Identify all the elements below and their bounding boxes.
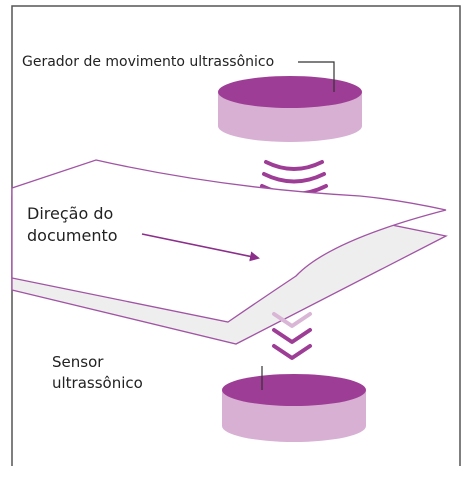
generator-disc-top — [218, 76, 362, 108]
sensor-label-line2: ultrassônico — [52, 374, 143, 392]
direction-label-line2: documento — [27, 226, 118, 245]
generator-label: Gerador de movimento ultrassônico — [22, 54, 274, 70]
sensor-disc — [222, 374, 366, 442]
ultrasound-chevron-icon — [272, 312, 312, 360]
sensor-disc-top — [222, 374, 366, 406]
direction-label-line1: Direção do — [27, 204, 113, 223]
direction-arrow-icon — [141, 233, 260, 262]
document-paper — [11, 159, 448, 345]
generator-leader-line — [298, 61, 335, 92]
generator-disc — [218, 76, 362, 142]
paper-front-sheet — [11, 159, 447, 323]
sensor-label-line1: Sensor — [52, 353, 104, 371]
